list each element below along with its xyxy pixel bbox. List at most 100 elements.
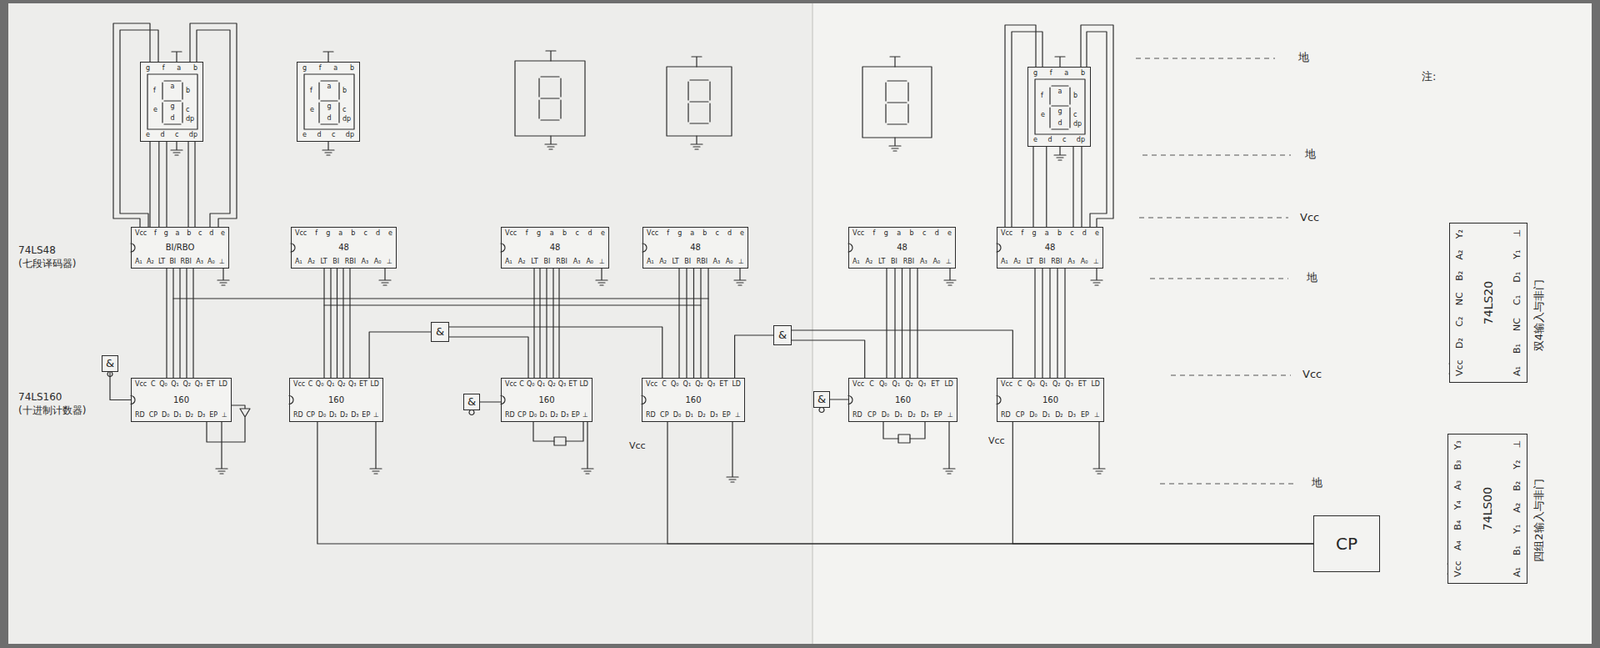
rail-label: Vcc (1300, 210, 1320, 225)
chip-notch-arc (996, 243, 1001, 252)
pin-label-row: A₁ A₂ LT BI RBI A₃ A₀ ⊥ (295, 257, 393, 266)
segment-letter: b (1073, 91, 1078, 100)
inverter-bubble-circle (819, 407, 825, 413)
decoder-chip: Vcc f g a b c d eBI/RBOA₁ A₂ LT BI RBI A… (130, 226, 230, 269)
chip-notch-arc (290, 243, 295, 252)
wire-connector (1012, 421, 1314, 544)
pin-label-row: RD CP D₀ D₁ D₂ D₃ EP ⊥ (293, 410, 380, 420)
rail-label: 地 (1305, 147, 1316, 161)
segment-letter: g (170, 102, 175, 110)
gate-symbol: & (464, 395, 480, 408)
segment-letter: d (1057, 119, 1062, 127)
pin-label-row: RD CP D₀ D₁ D₂ D₃ EP ⊥ (135, 410, 228, 420)
chip-name: BI/RBO (131, 242, 229, 253)
pin-label-row: g f a b (1033, 69, 1085, 78)
segment-letter: f (310, 86, 313, 95)
pin-label-row: RD CP D₀ D₁ D₂ D₃ EP ⊥ (852, 410, 954, 420)
segment-digit (319, 80, 340, 125)
segment-letter: c (185, 105, 190, 114)
segment-letter: d (326, 114, 331, 122)
wire-connector (179, 268, 180, 378)
ic-pinout-box: Vcc D₂ C₂ NC B₂ A₂ Y₂74LS20A₁ B₁ NC C₁ D… (1449, 222, 1528, 383)
segment-letter: e (153, 105, 158, 114)
nand-gate: & (813, 390, 830, 408)
segment-letter: dp (185, 115, 195, 123)
inverter-bubble (106, 370, 114, 378)
supply-label: Vcc (629, 439, 646, 453)
wire-connector (791, 330, 1013, 378)
chip-name: 48 (997, 242, 1103, 253)
chip-name: 160 (131, 395, 231, 405)
pin-label-row: Vcc C Q₀ Q₁ Q₂ Q₃ ET LD (505, 380, 589, 389)
counter-chip: Vcc C Q₀ Q₁ Q₂ Q₃ ET LD160RD CP D₀ D₁ D₂… (289, 377, 384, 422)
pin-label-row: g f a b (302, 64, 355, 73)
segment-letter: b (185, 86, 190, 95)
chip-notch-arc (289, 395, 294, 405)
inverter-bubble (468, 409, 475, 416)
gate-symbol: & (774, 329, 791, 341)
pin-label-row: A₁ B₁ NC C₁ D₁ Y₁ ⊥ (1511, 229, 1523, 376)
pin-label-row: Vcc f g a b c d e (295, 229, 393, 238)
chip-name: 48 (291, 242, 396, 253)
chip-notch-arc (996, 395, 1001, 405)
pin-label-row: e d c dp (302, 130, 355, 140)
wire-connector (480, 400, 501, 402)
gate-symbol: & (431, 325, 449, 338)
chip-notch-arc (642, 243, 647, 252)
pin-label-row: A₁ A₂ LT BI RBI A₃ A₀ ⊥ (852, 257, 952, 266)
segment-letter: e (310, 105, 315, 114)
wire-connector (158, 141, 160, 227)
wire-connector (449, 336, 529, 378)
pin-label-row: Vcc f g a b c d e (505, 229, 605, 238)
resistor-wire (533, 421, 584, 441)
rail-label: 地 (1298, 50, 1310, 65)
rotated-pin-frame: Vcc A₄ B₄ Y₄ A₃ B₃ Y₃74LS00A₁ B₁ Y₁ A₂ B… (1447, 433, 1528, 584)
pin-label-row: Vcc A₄ B₄ Y₄ A₃ B₃ Y₃ (1452, 440, 1464, 577)
decoder-chip: Vcc f g a b c d e 48 A₁ A₂ LT BI RBI A₃ A₀… (290, 226, 397, 269)
resistor-symbol (898, 434, 910, 443)
segment-digit (885, 80, 909, 125)
counter-chip: Vcc C Q₀ Q₁ Q₂ Q₃ ET LD160RD CP D₀ D₁ D₂… (641, 377, 745, 422)
pin-label-row: A₁ A₂ LT BI RBI A₃ A₀ ⊥ (646, 257, 745, 266)
pin-label-row: Vcc C Q₀ Q₁ Q₂ Q₃ ET LD (645, 380, 741, 389)
wire-connector (791, 340, 865, 378)
ground-symbol (215, 421, 1105, 482)
resistor-wire (883, 421, 925, 439)
chip-name: 160 (501, 395, 592, 405)
chip-notch-arc (500, 395, 505, 405)
pin-label-row: Vcc C Q₀ Q₁ Q₂ Q₃ ET LD (852, 380, 954, 389)
wire-connector (901, 268, 903, 378)
counter-chip: Vcc C Q₀ Q₁ Q₂ Q₃ ET LD160RD CP D₀ D₁ D₂… (996, 377, 1105, 422)
pin-label-row: Vcc D₂ C₂ NC B₂ A₂ Y₂ (1454, 229, 1465, 376)
and-gate: & (430, 321, 450, 342)
wire-connector (735, 335, 774, 378)
chip-name: 48 (849, 242, 955, 253)
and-gate: & (773, 325, 792, 345)
segment-letter: f (1040, 91, 1044, 100)
display-window (147, 74, 198, 130)
segment-wire (1005, 25, 1114, 227)
display-window (304, 74, 355, 130)
decoder-chip: Vcc f g a b c d e48A₁ A₂ LT BI RBI A₃ A₀… (642, 226, 749, 269)
seven-segment-display: g f a babcdefgdpe d c dp (140, 61, 204, 142)
decoder-chip: Vcc f g a b c d e48A₁ A₂ LT BI RBI A₃ A₀… (848, 226, 956, 269)
segment-wire (113, 23, 237, 227)
rail-label: 地 (1306, 270, 1318, 285)
chip-notch-arc (641, 395, 646, 405)
segment-digit (688, 80, 710, 124)
paper-left (8, 3, 813, 644)
wire-connector (1049, 268, 1050, 378)
pin-label-row: RD CP D₀ D₁ D₂ D₃ EP ⊥ (505, 410, 589, 420)
bus-wire (173, 298, 709, 305)
rail-dashed-line (1135, 58, 1296, 484)
pin-label-row: A₁ A₂ LT BI RBI A₃ A₀ ⊥ (505, 257, 605, 266)
chip-name: 160 (642, 395, 745, 405)
wire-connector (545, 268, 547, 378)
counter-chip: Vcc C Q₀ Q₁ Q₂ Q₃ ET LD160RD CP D₀ D₁ D₂… (130, 377, 232, 422)
segment-digit (539, 76, 561, 120)
pin-label-row: Vcc f g a b c d e (1000, 229, 1100, 238)
paper-fold (811, 3, 814, 644)
segment-letter: a (327, 82, 332, 90)
